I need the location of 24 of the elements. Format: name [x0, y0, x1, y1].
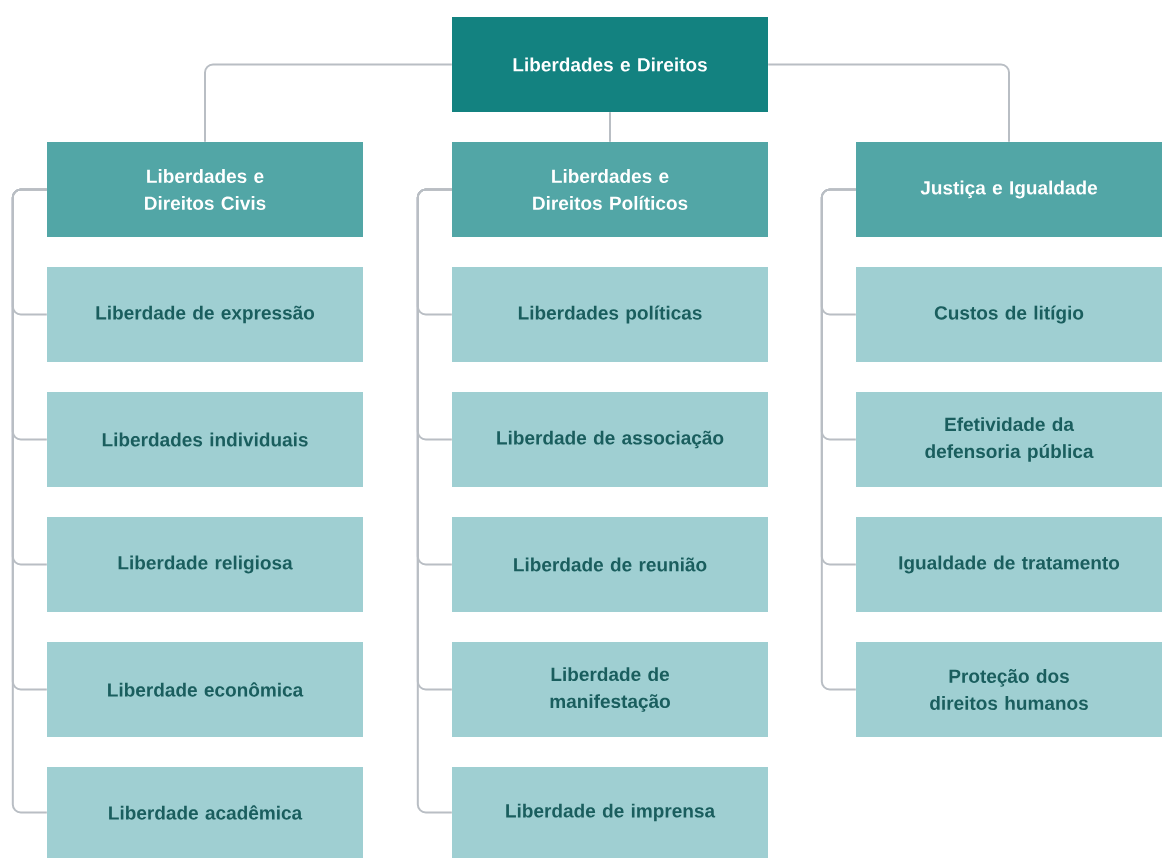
connector-line	[609, 111, 611, 143]
connector-line	[820, 188, 857, 691]
connector-line	[767, 63, 1010, 143]
topic-box: Liberdade de manifestação	[452, 642, 768, 737]
topic-box: Liberdades individuais	[47, 392, 363, 487]
topic-box: Liberdade de reunião	[452, 517, 768, 612]
topic-box: Efetividade da defensoria pública	[856, 392, 1162, 487]
topic-box: Liberdade econômica	[47, 642, 363, 737]
topic-box: Liberdade de expressão	[47, 267, 363, 362]
topic-box: Igualdade de tratamento	[856, 517, 1162, 612]
topic-box: Liberdade religiosa	[47, 517, 363, 612]
topic-box: Custos de litígio	[856, 267, 1162, 362]
topic-box: Proteção dos direitos humanos	[856, 642, 1162, 737]
topic-box: Liberdade de associação	[452, 392, 768, 487]
topic-box: Liberdade acadêmica	[47, 767, 363, 858]
category-box: Liberdades e Direitos Civis	[47, 142, 363, 237]
topic-box: Liberdades políticas	[452, 267, 768, 362]
category-box: Justiça e Igualdade	[856, 142, 1162, 237]
connector-line	[416, 188, 453, 814]
root-box: Liberdades e Direitos	[452, 17, 768, 112]
connector-line	[11, 188, 48, 814]
category-box: Liberdades e Direitos Políticos	[452, 142, 768, 237]
topic-box: Liberdade de imprensa	[452, 767, 768, 858]
connector-line	[204, 63, 453, 143]
